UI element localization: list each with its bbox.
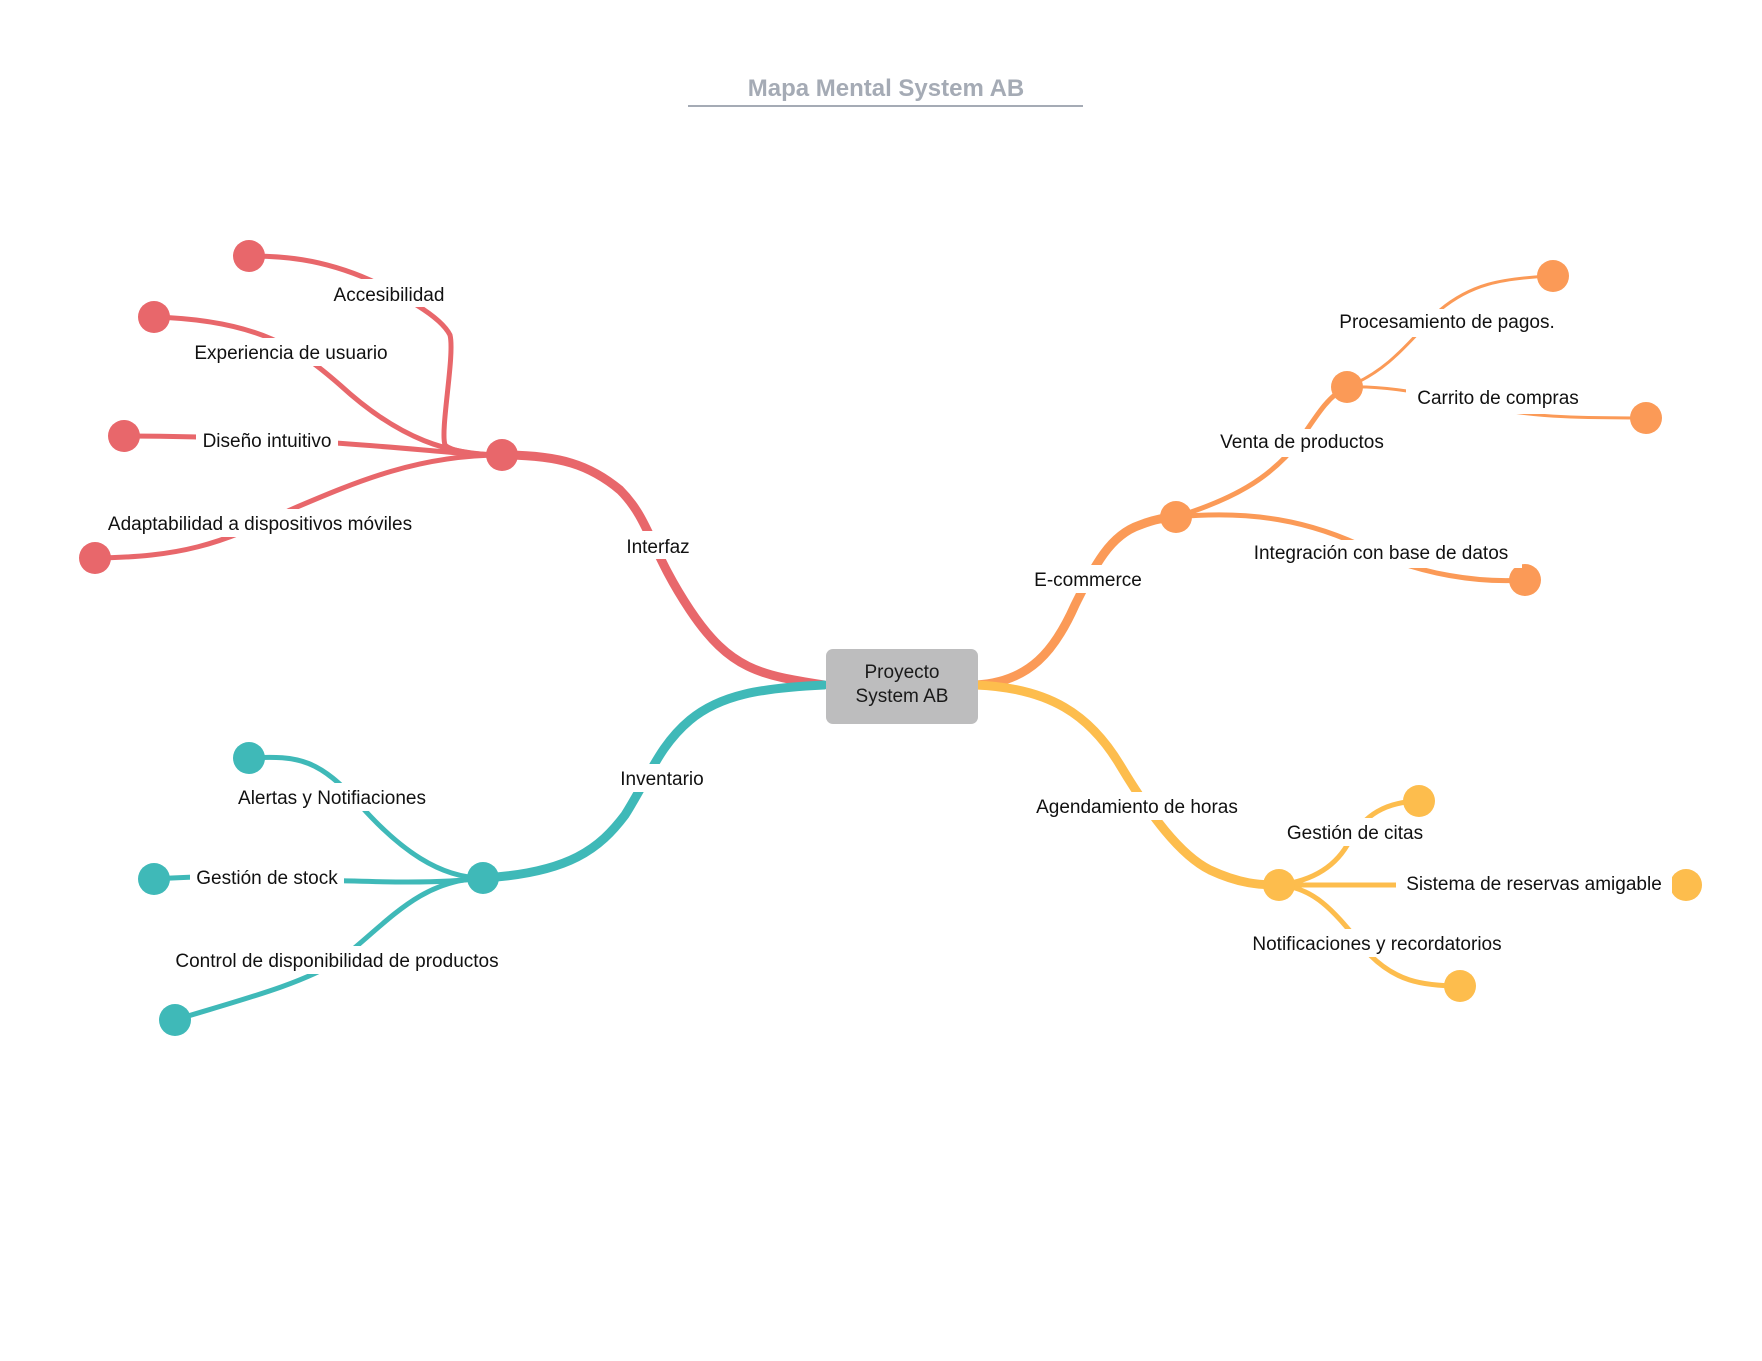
- accesibilidad-node[interactable]: [233, 240, 265, 272]
- ecommerce-label: E-commerce: [1034, 570, 1142, 591]
- branch-ecommerce[interactable]: E-commerce Venta de productos Integració…: [971, 260, 1662, 690]
- reservas-label: Sistema de reservas amigable: [1406, 874, 1662, 895]
- center-box[interactable]: [826, 649, 978, 724]
- interfaz-branch-line: [497, 450, 829, 690]
- center-label-line2: System AB: [856, 686, 949, 707]
- notificaciones-node[interactable]: [1444, 970, 1476, 1002]
- experiencia-line: [151, 314, 505, 458]
- agendamiento-label: Agendamiento de horas: [1036, 797, 1238, 818]
- experiencia-node[interactable]: [138, 301, 170, 333]
- page-title: Mapa Mental System AB: [748, 75, 1025, 102]
- adaptabilidad-line: [92, 452, 505, 561]
- alertas-label: Alertas y Notifiaciones: [238, 788, 426, 809]
- branch-inventario[interactable]: Inventario Alertas y Notifiaciones Gesti…: [138, 680, 829, 1036]
- agendamiento-node[interactable]: [1263, 869, 1295, 901]
- carrito-label: Carrito de compras: [1417, 388, 1579, 409]
- agendamiento-branch-line: [971, 680, 1284, 890]
- accesibilidad-label: Accesibilidad: [334, 285, 445, 306]
- venta-node[interactable]: [1331, 371, 1363, 403]
- notificaciones-label: Notificaciones y recordatorios: [1252, 934, 1501, 955]
- citas-node[interactable]: [1403, 785, 1435, 817]
- adaptabilidad-node[interactable]: [79, 542, 111, 574]
- stock-label: Gestión de stock: [196, 868, 338, 889]
- branch-interfaz[interactable]: Interfaz Accesibilidad Experiencia de us…: [79, 240, 829, 690]
- control-node[interactable]: [159, 1004, 191, 1036]
- center-label-line1: Proyecto: [865, 662, 940, 683]
- adaptabilidad-label: Adaptabilidad a dispositivos móviles: [108, 514, 412, 535]
- inventario-node[interactable]: [467, 862, 499, 894]
- integracion-node[interactable]: [1509, 564, 1541, 596]
- diseno-label: Diseño intuitivo: [203, 431, 332, 452]
- stock-node[interactable]: [138, 863, 170, 895]
- alertas-line: [246, 754, 486, 881]
- ecommerce-branch-line: [971, 512, 1181, 690]
- citas-label: Gestión de citas: [1287, 823, 1423, 844]
- reservas-node[interactable]: [1670, 869, 1702, 901]
- experiencia-label: Experiencia de usuario: [194, 343, 387, 364]
- inventario-label: Inventario: [620, 769, 703, 790]
- diseno-node[interactable]: [108, 420, 140, 452]
- carrito-node[interactable]: [1630, 402, 1662, 434]
- pagos-node[interactable]: [1537, 260, 1569, 292]
- venta-label: Venta de productos: [1220, 432, 1384, 453]
- interfaz-node[interactable]: [486, 439, 518, 471]
- interfaz-label: Interfaz: [626, 537, 689, 558]
- integracion-label: Integración con base de datos: [1254, 543, 1509, 564]
- pagos-label: Procesamiento de pagos.: [1339, 312, 1554, 333]
- alertas-node[interactable]: [233, 742, 265, 774]
- control-label: Control de disponibilidad de productos: [175, 951, 498, 972]
- center-node[interactable]: Proyecto System AB: [826, 649, 978, 724]
- ecommerce-node[interactable]: [1160, 501, 1192, 533]
- branch-agendamiento[interactable]: Agendamiento de horas Gestión de citas S…: [971, 680, 1702, 1002]
